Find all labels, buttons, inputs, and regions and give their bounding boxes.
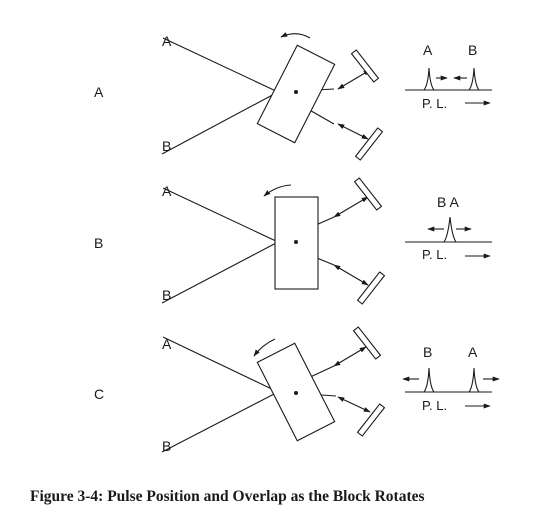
beam-bottom-label-a: B	[162, 138, 171, 154]
panel-row-a: A A B A B P. L.	[94, 32, 492, 161]
pulse-peak-b	[423, 367, 435, 393]
pulse-peak-a	[423, 67, 435, 91]
rotation-arrow-icon	[253, 338, 276, 357]
pulse-label-left-a: A	[423, 42, 433, 58]
pulse-label-right-a: B	[468, 42, 477, 58]
beam-bottom-label-b: B	[162, 287, 171, 303]
axis-label-c: P. L.	[422, 398, 447, 413]
return-beam-lower	[337, 396, 371, 413]
pulse-peak-b	[468, 67, 480, 91]
beam-b-line	[161, 241, 279, 304]
mirror-lower	[356, 403, 386, 437]
beam-a-line	[162, 37, 279, 93]
pulse-label-right-c: A	[468, 344, 478, 360]
panel-row-c: C A B B A P. L.	[94, 326, 500, 454]
return-beam-upper	[333, 346, 367, 367]
mirror-upper	[353, 177, 383, 211]
pulse-peak-a	[468, 367, 480, 393]
beam-top-label-b: A	[162, 183, 172, 199]
block-pivot-dot	[294, 240, 298, 244]
block-pivot-dot	[294, 391, 298, 395]
rotation-arrow-icon	[280, 32, 311, 39]
axis-label-b: P. L.	[422, 247, 447, 262]
mirror-upper	[350, 49, 380, 83]
mirror-lower	[354, 127, 384, 161]
mirror-upper	[352, 326, 382, 360]
pulse-label-left-c: B	[423, 344, 432, 360]
pulse-peak-overlap	[443, 216, 457, 243]
panel-row-b: B A B B A P. L.	[94, 177, 492, 305]
rotation-arrow-icon	[263, 184, 292, 197]
row-label-b: B	[94, 235, 103, 251]
beam-a-line	[162, 336, 279, 393]
beam-a-line	[162, 187, 279, 243]
figure-caption: Figure 3-4: Pulse Position and Overlap a…	[30, 488, 425, 505]
axis-label-a: P. L.	[422, 96, 447, 111]
beam-top-label-c: A	[162, 336, 172, 352]
beam-top-label-a: A	[162, 33, 172, 49]
beam-b-line	[161, 391, 279, 453]
row-label-a: A	[94, 84, 104, 100]
mirror-lower	[356, 271, 386, 305]
return-beam-lower	[337, 123, 369, 140]
beam-b-line	[161, 91, 279, 155]
beam-bottom-label-c: B	[162, 438, 171, 454]
row-label-c: C	[94, 386, 104, 402]
return-beam-upper	[333, 196, 369, 218]
block-pivot-dot	[294, 90, 298, 94]
return-beam-upper	[337, 69, 371, 90]
return-beam-lower	[333, 264, 369, 286]
pulse-label-combined-b: B A	[437, 194, 459, 210]
